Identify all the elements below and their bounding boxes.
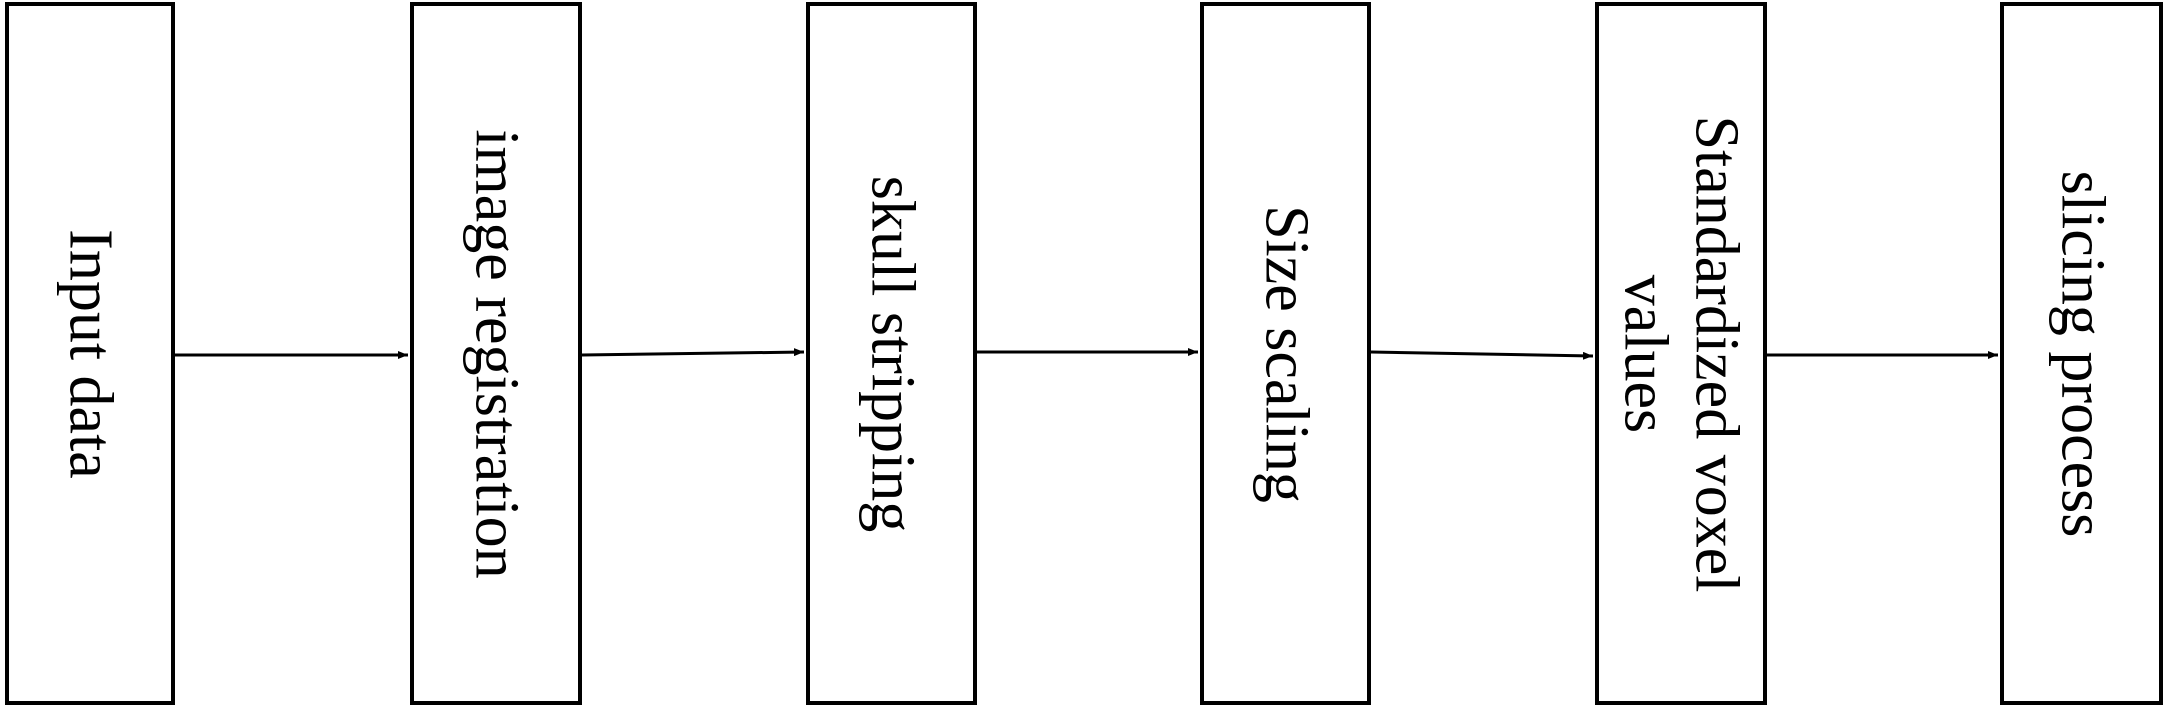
arrow-registration-to-skull-stripping [581,348,805,357]
arrow-size-scaling-to-standardized [1370,350,1594,360]
step-box-input-data: Input data [5,2,175,705]
step-box-standardized-voxel-values: Standardized voxel values [1595,2,1767,705]
step-box-size-scaling: Size scaling [1200,2,1371,705]
step-box-skull-stripping: skull stripping [806,2,977,705]
step-box-image-registration: image registration [410,2,582,705]
step-box-slicing-process: slicing process [2000,2,2163,705]
